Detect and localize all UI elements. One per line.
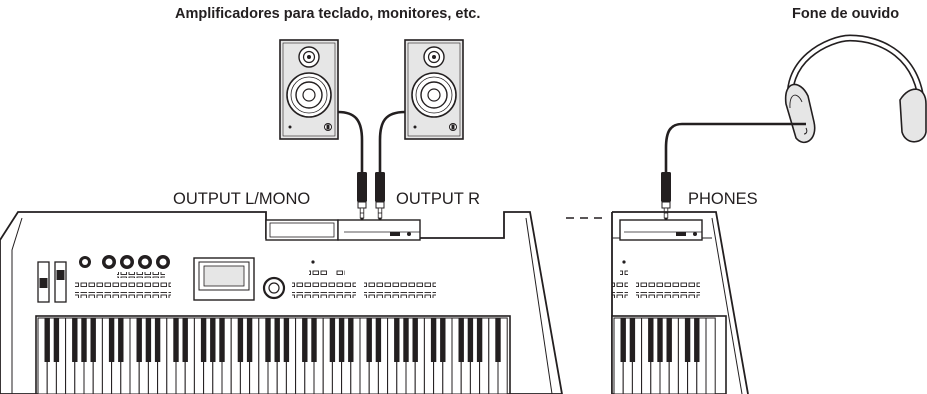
cable-left [337,110,364,175]
black-key [53,318,60,362]
keyboard-left-icon [0,211,563,394]
black-key [311,318,317,362]
black-key [467,318,474,362]
black-key [430,318,437,362]
headphones-icon [784,34,927,144]
black-key [629,318,636,362]
black-key [265,318,271,362]
speaker-left-icon [279,39,339,140]
black-key [154,318,161,362]
black-key [329,318,336,362]
white-key [705,317,716,394]
output-left-label: OUTPUT L/MONO [173,190,311,208]
black-key [302,318,308,362]
black-key [476,318,483,362]
black-key [684,318,691,362]
black-key [348,318,354,362]
plug-phones-icon [660,171,672,225]
black-key [394,318,400,362]
speaker-right-icon [404,39,464,140]
black-key [274,318,280,362]
cable-right [378,110,406,175]
black-key [173,318,179,362]
output-right-label: OUTPUT R [396,190,481,208]
black-key [666,318,672,362]
cable-headphones [664,122,806,176]
black-key [246,318,253,362]
black-key [44,318,50,362]
plug-left-icon [356,171,368,225]
black-key [620,318,626,362]
black-key [412,318,418,362]
keyboard-right-icon [566,211,749,394]
black-key [375,318,382,362]
black-key [90,318,96,362]
black-key [81,318,87,362]
black-key [237,318,244,362]
black-key [182,318,188,362]
black-key [648,318,654,362]
phones-label: PHONES [688,190,758,208]
black-key [495,318,501,362]
black-key [283,318,290,362]
black-key [72,318,78,362]
black-key [118,318,124,362]
plug-right-icon [374,171,386,225]
black-key [458,318,464,362]
black-key [219,318,225,362]
black-key [440,318,446,362]
black-key [657,318,663,362]
black-key [694,318,700,362]
black-key [108,318,115,362]
speakers-caption: Amplificadores para teclado, monitores, … [175,6,481,22]
black-key [403,318,409,362]
black-key [136,318,142,362]
black-key [366,318,372,362]
black-key [210,318,216,362]
black-key [200,318,207,362]
black-key [145,318,152,362]
headphones-caption: Fone de ouvido [792,6,900,22]
black-key [338,318,345,362]
